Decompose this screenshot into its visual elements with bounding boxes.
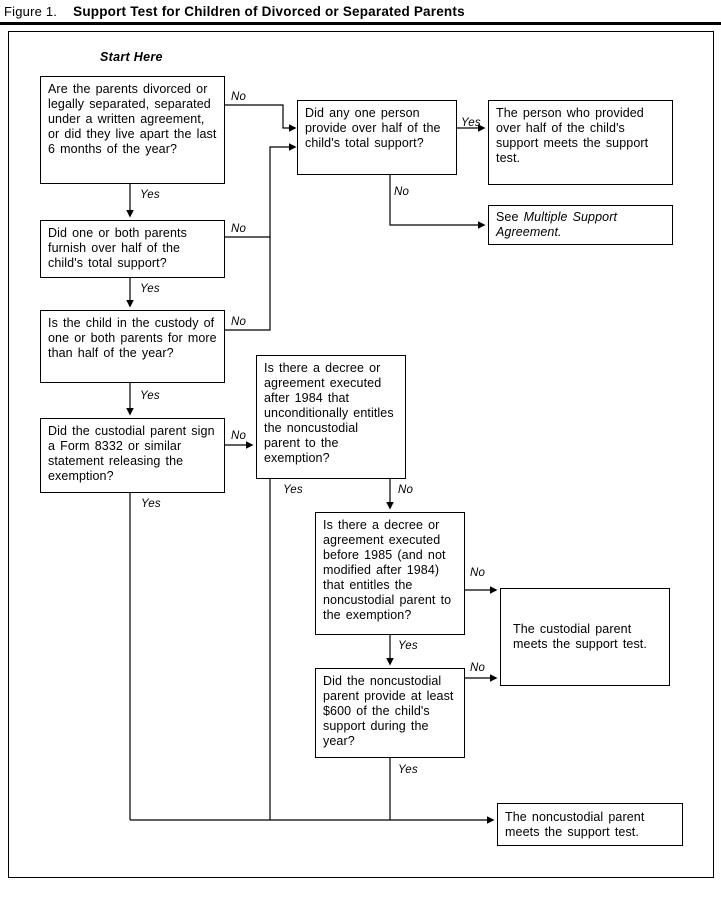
- node-question-decree-after-1984: Is there a decree or agreement executed …: [256, 355, 406, 479]
- node-question-divorced: Are the parents divorced or legally sepa…: [40, 76, 225, 184]
- multiple-support-italic: Multiple Support Agreement.: [496, 210, 618, 239]
- edge-label-form8332-no: No: [231, 430, 247, 442]
- edge-label-furnish-no: No: [231, 223, 247, 235]
- edge-label-600-yes: Yes: [398, 764, 418, 776]
- edge-label-oneperson-no: No: [394, 186, 410, 198]
- start-here-label: Start Here: [100, 50, 163, 64]
- edge-label-custody-yes: Yes: [140, 390, 160, 402]
- node-question-custody: Is the child in the custody of one or bo…: [40, 310, 225, 383]
- edge-label-divorced-yes: Yes: [140, 189, 160, 201]
- node-question-one-person-half: Did any one person provide over half of …: [297, 100, 457, 175]
- multiple-support-text: See Multiple Support Agreement.: [496, 210, 665, 240]
- edge-label-custody-no: No: [231, 316, 247, 328]
- title-rule: [0, 22, 721, 25]
- node-question-form-8332: Did the custodial parent sign a Form 833…: [40, 418, 225, 493]
- figure-header: Figure 1. Support Test for Children of Di…: [4, 3, 465, 21]
- flowchart-border: [8, 31, 714, 878]
- node-result-person-half: The person who provided over half of the…: [488, 100, 673, 185]
- edge-label-after1984-yes: Yes: [283, 484, 303, 496]
- node-question-furnish-half: Did one or both parents furnish over hal…: [40, 220, 225, 278]
- edge-label-furnish-yes: Yes: [140, 283, 160, 295]
- edge-label-oneperson-yes: Yes: [461, 117, 481, 129]
- node-question-600-support: Did the noncustodial parent provide at l…: [315, 668, 465, 758]
- figure-label: Figure 1.: [4, 4, 58, 19]
- edge-label-form8332-yes: Yes: [141, 498, 161, 510]
- edge-label-after1984-no: No: [398, 484, 414, 496]
- node-result-noncustodial: The noncustodial parent meets the suppor…: [497, 803, 683, 846]
- edge-label-600-no: No: [470, 662, 486, 674]
- node-result-multiple-support: See Multiple Support Agreement.: [488, 205, 673, 245]
- multiple-support-prefix: See: [496, 210, 519, 224]
- figure-title: Support Test for Children of Divorced or…: [73, 4, 465, 19]
- edge-label-before1985-no: No: [470, 567, 486, 579]
- edge-label-before1985-yes: Yes: [398, 640, 418, 652]
- node-question-decree-before-1985: Is there a decree or agreement executed …: [315, 512, 465, 635]
- edge-label-divorced-no: No: [231, 91, 247, 103]
- node-result-custodial: The custodial parent meets the support t…: [500, 588, 670, 686]
